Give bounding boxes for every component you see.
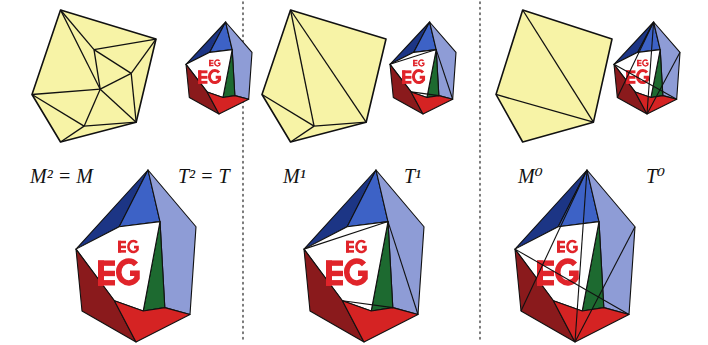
mesh-edge [342, 301, 392, 308]
mesh-label: M¹ [283, 165, 306, 187]
mesh-edge [436, 50, 453, 100]
mesh-edge [32, 89, 100, 94]
mesh-edge [521, 170, 587, 311]
mesh-edge [614, 64, 677, 99]
mesh-face [32, 10, 156, 142]
texture-small [614, 22, 680, 114]
mesh [32, 10, 156, 142]
mesh-face [262, 10, 386, 142]
textured-mesh [515, 170, 635, 342]
logo-shape [198, 60, 220, 84]
mesh-edge [61, 126, 85, 142]
separator [479, 2, 480, 343]
mesh-edge [84, 89, 100, 126]
logo-shape [98, 241, 138, 286]
texture-small [186, 22, 252, 114]
mesh-label: M⁰ [518, 165, 543, 187]
mesh-edge [515, 249, 629, 314]
mesh-edge [94, 39, 156, 50]
mesh-edge [647, 22, 654, 114]
mesh-edge [575, 170, 587, 342]
mesh-edge [496, 94, 593, 122]
texture-region [76, 249, 136, 342]
texture-region [614, 64, 647, 114]
mesh-edge [32, 94, 84, 126]
mesh-label: T¹ [404, 165, 421, 187]
textured-mesh [76, 170, 196, 342]
mesh-edge [411, 92, 439, 96]
logo-shape [326, 241, 366, 286]
mesh-label: T⁰ [646, 165, 665, 187]
mesh-edge [262, 94, 314, 126]
mesh-edge [575, 227, 635, 342]
mesh-edge [314, 122, 366, 126]
mesh-edge [61, 10, 101, 89]
mesh-edge [100, 89, 136, 122]
mesh-edge [291, 126, 315, 142]
texture-region [186, 64, 219, 114]
mesh-edge [647, 52, 680, 114]
mesh-edge [304, 222, 388, 250]
mesh [496, 10, 612, 142]
mesh-edge [100, 73, 131, 89]
mesh-label: M² = M [30, 165, 93, 187]
texture-region [207, 92, 249, 114]
mesh-edge [131, 39, 156, 73]
mesh-edge [94, 50, 131, 74]
mesh-label: T² = T [178, 165, 230, 187]
textured-mesh [304, 170, 424, 342]
mesh [262, 10, 386, 142]
texture-small [390, 22, 456, 114]
texture-region [304, 249, 364, 342]
texture-region [390, 64, 423, 114]
texture-region [342, 301, 418, 342]
texture-region [515, 249, 575, 342]
logo-shape [402, 60, 424, 84]
mesh-edge [388, 222, 418, 315]
texture-region [553, 301, 629, 342]
mesh-edge [131, 73, 136, 122]
mesh-edge [390, 50, 436, 65]
mesh-face [496, 10, 612, 142]
mesh-edge [84, 122, 136, 126]
mesh-edge [291, 10, 367, 122]
texture-region [411, 92, 453, 114]
texture-region [114, 301, 190, 342]
mesh-edge [617, 22, 653, 97]
